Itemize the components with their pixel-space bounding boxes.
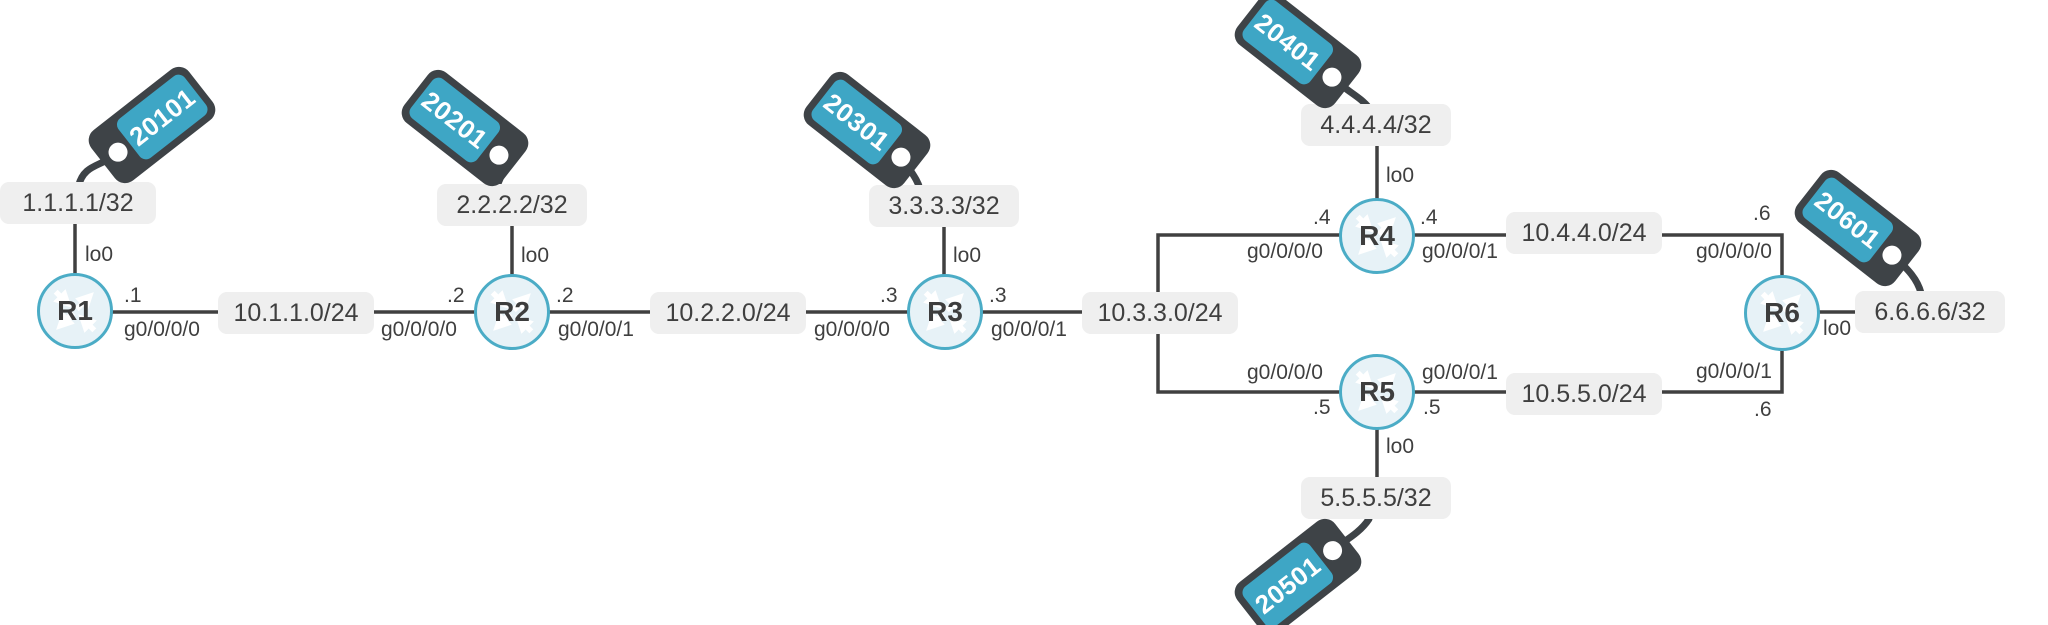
if-ip-r2-left: .2 [447, 284, 465, 307]
if-name-r4-left: g0/0/0/0 [1247, 240, 1323, 263]
tag-hole-icon [104, 138, 132, 166]
if-name-r5-left: g0/0/0/0 [1247, 361, 1323, 384]
tag-hole-icon [1318, 63, 1346, 91]
loopback-if-r5: lo0 [1386, 435, 1415, 458]
if-ip-r6-top: .6 [1753, 202, 1771, 225]
router-node-r2[interactable]: R2 [474, 274, 550, 350]
network-label: 10.2.2.0/24 [650, 292, 806, 334]
router-node-r6[interactable]: R6 [1744, 275, 1820, 351]
router-node-r5[interactable]: R5 [1339, 354, 1415, 430]
router-name: R3 [927, 296, 963, 327]
if-name-r1-right: g0/0/0/0 [124, 318, 200, 341]
router-node-r3[interactable]: R3 [907, 274, 983, 350]
if-ip-r2-right: .2 [556, 284, 574, 307]
loopback-label-r4: 4.4.4.4/32 [1301, 104, 1451, 146]
if-ip-r6-bottom: .6 [1754, 398, 1772, 421]
router-node-r1[interactable]: R1 [37, 273, 113, 349]
router-icon [923, 290, 967, 334]
loopback-label-r1: 1.1.1.1/32 [0, 182, 156, 224]
network-label: 10.3.3.0/24 [1082, 292, 1238, 334]
if-ip-r4-left: .4 [1313, 206, 1331, 229]
router-icon [1760, 291, 1804, 335]
loopback-if-r3: lo0 [953, 244, 982, 267]
if-name-r3-right: g0/0/0/1 [991, 318, 1067, 341]
router-icon [490, 290, 534, 334]
loopback-if-r1: lo0 [85, 243, 114, 266]
router-name: R5 [1359, 376, 1395, 407]
tag-hole-icon [887, 143, 915, 171]
if-ip-r5-right: .5 [1423, 396, 1441, 419]
if-ip-r1-right: .1 [124, 284, 142, 307]
if-ip-r3-right: .3 [989, 284, 1007, 307]
if-ip-r4-right: .4 [1420, 206, 1438, 229]
if-ip-r3-left: .3 [880, 284, 898, 307]
router-name: R2 [494, 296, 530, 327]
loopback-label-r6: 6.6.6.6/32 [1855, 291, 2005, 333]
if-name-r3-left: g0/0/0/0 [814, 318, 890, 341]
network-label: 10.5.5.0/24 [1506, 373, 1662, 415]
if-name-r2-left: g0/0/0/0 [381, 318, 457, 341]
if-name-r4-right: g0/0/0/1 [1422, 240, 1498, 263]
if-ip-r5-left: .5 [1313, 396, 1331, 419]
router-name: R4 [1359, 220, 1395, 251]
router-icon [53, 289, 97, 333]
network-label: 10.1.1.0/24 [218, 292, 374, 334]
loopback-label-r5: 5.5.5.5/32 [1301, 477, 1451, 519]
router-name: R1 [57, 295, 93, 326]
router-node-r4[interactable]: R4 [1339, 198, 1415, 274]
router-icon [1355, 370, 1399, 414]
router-icon [1355, 214, 1399, 258]
loopback-label-r2: 2.2.2.2/32 [437, 184, 587, 226]
tag-hole-icon [1318, 536, 1346, 564]
tag-hole-icon [1878, 241, 1906, 269]
if-name-r6-top: g0/0/0/0 [1696, 240, 1772, 263]
loopback-label-r3: 3.3.3.3/32 [869, 185, 1019, 227]
loopback-if-r4: lo0 [1386, 164, 1415, 187]
loopback-if-r2: lo0 [521, 244, 550, 267]
router-name: R6 [1764, 297, 1800, 328]
if-name-r6-bottom: g0/0/0/1 [1696, 360, 1772, 383]
network-label: 10.4.4.0/24 [1506, 212, 1662, 254]
tag-hole-icon [485, 141, 513, 169]
loopback-if-r6: lo0 [1823, 317, 1852, 340]
if-name-r5-right: g0/0/0/1 [1422, 361, 1498, 384]
if-name-r2-right: g0/0/0/1 [558, 318, 634, 341]
